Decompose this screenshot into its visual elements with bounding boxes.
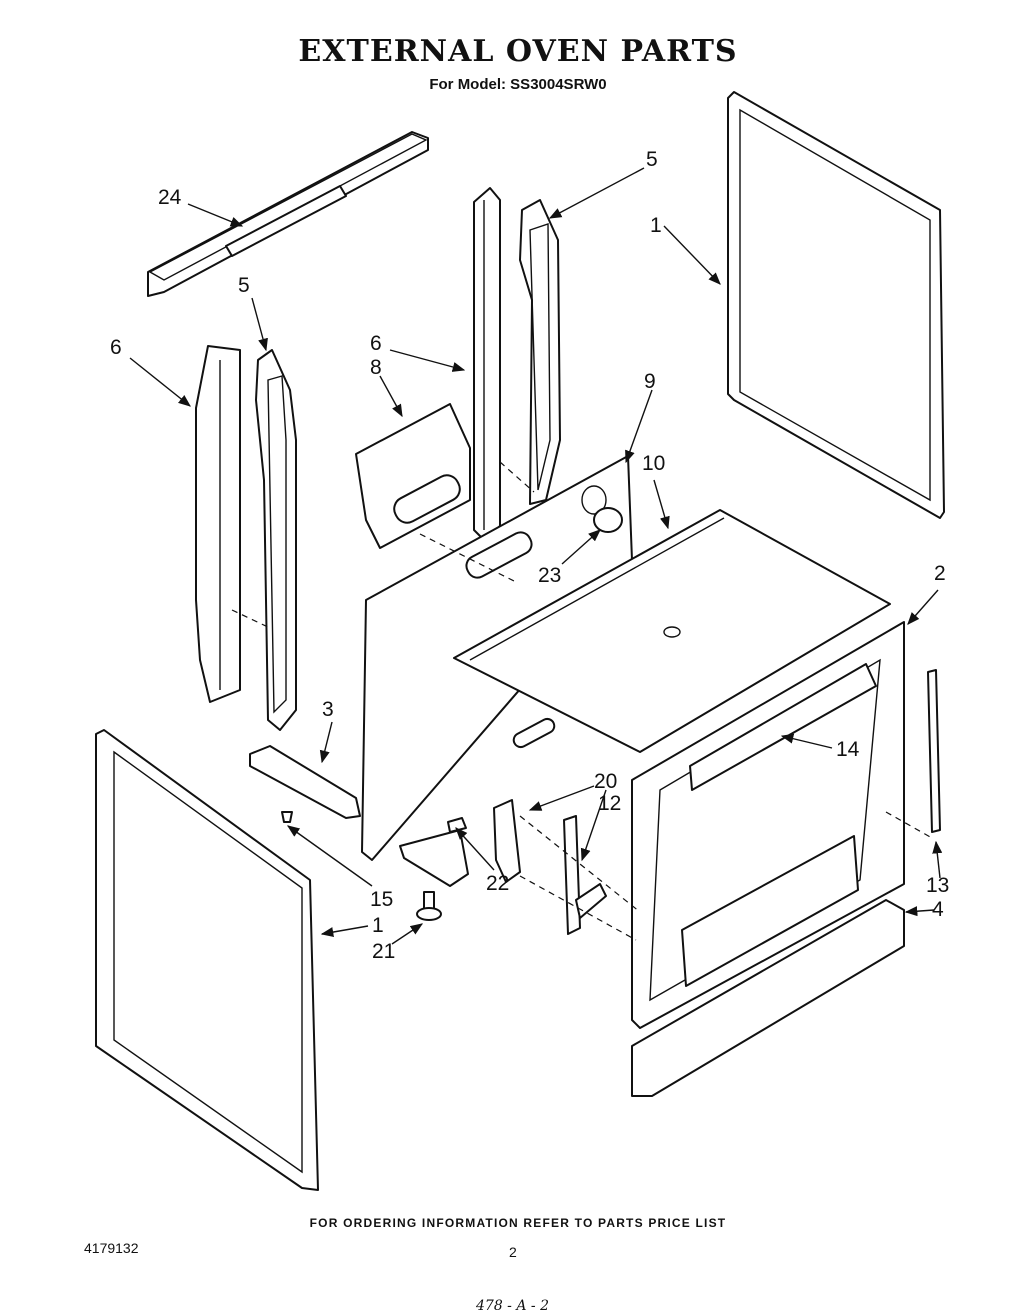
callout-3: 3: [322, 698, 334, 721]
part-1-right-side-panel: [727, 91, 945, 519]
callout-10: 10: [642, 452, 665, 475]
callout-6-left: 6: [110, 336, 122, 359]
handwritten-note: 478 - A - 2: [476, 1298, 550, 1314]
part-22-channel: [399, 829, 469, 887]
part-4-kick-plate: [631, 899, 905, 1097]
document-number: 4179132: [84, 1240, 139, 1256]
part-20-bracket: [493, 799, 521, 883]
callout-20: 20: [594, 770, 617, 793]
part-10-top-cover: [453, 509, 891, 753]
callout-24: 24: [158, 186, 182, 209]
callout-13: 13: [926, 874, 949, 897]
ordering-info-note: FOR ORDERING INFORMATION REFER TO PARTS …: [309, 1216, 727, 1230]
part-8-vent-housing: [355, 403, 471, 549]
part-1-left-side-panel: [95, 729, 319, 1191]
callout-12: 12: [598, 792, 621, 815]
part-23-plug: [593, 507, 623, 533]
callout-9: 9: [644, 370, 656, 393]
part-13-side-strip: [927, 669, 941, 833]
callout-21: 21: [372, 940, 395, 963]
part-5-side-rail-left: [255, 349, 297, 731]
callout-1-upper: 1: [650, 214, 662, 237]
part-12-hinge: [563, 815, 581, 935]
callout-15: 15: [370, 888, 393, 911]
callout-5-left: 5: [238, 274, 250, 297]
part-15-screw: [281, 811, 293, 823]
small-hardware: [281, 799, 607, 935]
part-6-side-channel-left: [195, 345, 241, 703]
part-6-side-channel-center: [473, 187, 501, 541]
callout-6-center: 6: [370, 332, 382, 355]
model-subtitle: For Model: SS3004SRW0: [429, 76, 607, 93]
callout-8: 8: [370, 356, 382, 379]
callout-1-lower: 1: [372, 914, 384, 937]
callout-23: 23: [538, 564, 561, 587]
part-5-side-rail-center: [519, 199, 561, 505]
callout-5-upper: 5: [646, 148, 658, 171]
part-3-bracket: [249, 745, 361, 819]
callout-22: 22: [486, 872, 509, 895]
callout-labels: 24 5 1 6 5 6 8 9 10 23 2 3 14 20 12 15 2…: [110, 148, 949, 963]
page-number: 2: [509, 1244, 517, 1260]
callout-4: 4: [932, 898, 944, 921]
part-2-front-frame: [631, 621, 905, 1029]
callout-14: 14: [836, 738, 860, 761]
assembly-guide-lines: [231, 461, 933, 941]
callout-2: 2: [934, 562, 946, 585]
part-24-trim-bar: [147, 131, 429, 297]
page-title: EXTERNAL OVEN PARTS: [298, 34, 738, 69]
leader-lines: [129, 167, 943, 945]
